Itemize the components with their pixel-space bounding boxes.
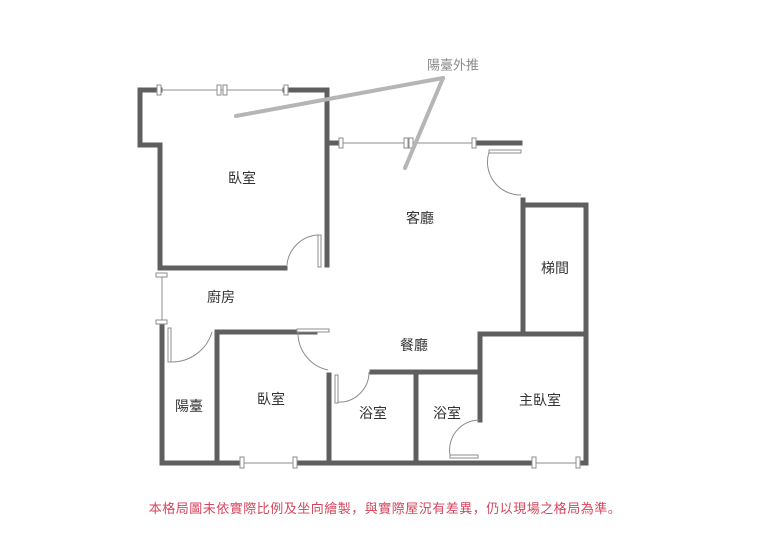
room-label-bathroom-1: 浴室	[359, 406, 387, 422]
balcony-extension-label: 陽臺外推	[426, 58, 480, 74]
windows	[155, 84, 581, 469]
room-label-bedroom-2: 臥室	[257, 392, 285, 408]
room-label-stairwell: 梯間	[541, 261, 569, 277]
room-label-dining-room: 餐廳	[400, 338, 428, 354]
room-label-bedroom-1: 臥室	[228, 171, 256, 187]
room-label-bathroom-2: 浴室	[433, 406, 461, 422]
room-label-balcony: 陽臺	[175, 399, 203, 415]
disclaimer-text: 本格局圖未依實際比例及坐向繪製，與實際屋況有差異，仍以現場之格局為準。	[148, 502, 622, 517]
room-label-master-bedroom: 主臥室	[519, 393, 561, 409]
balcony-extension-callout-lines	[234, 76, 445, 170]
room-label-kitchen: 廚房	[207, 290, 235, 306]
room-label-living-room: 客廳	[406, 211, 434, 227]
doors	[167, 149, 522, 459]
